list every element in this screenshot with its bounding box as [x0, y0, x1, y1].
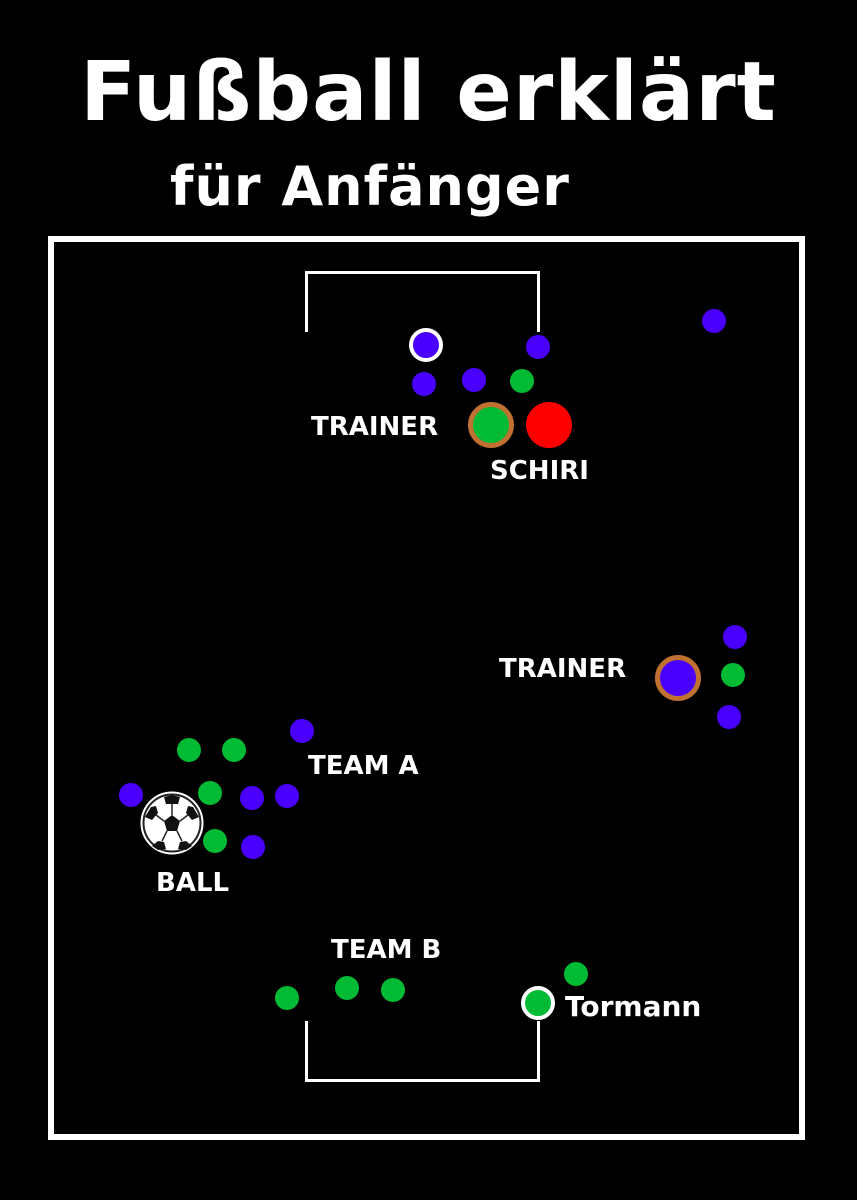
team-a-player-marker	[275, 784, 299, 808]
team-a-trainer-marker	[655, 655, 701, 701]
page-title: Fußball erklärt	[80, 45, 777, 140]
team-b-player-marker	[275, 986, 299, 1010]
team-b-player-marker	[203, 829, 227, 853]
team-b-player-marker	[381, 978, 405, 1002]
team-a-player-marker	[526, 335, 550, 359]
team-b-player-marker	[177, 738, 201, 762]
label-trainer-top: TRAINER	[311, 412, 439, 442]
label-schiri: SCHIRI	[490, 456, 589, 486]
team-a-player-marker	[717, 705, 741, 729]
team-b-player-marker	[335, 976, 359, 1000]
team-b-player-marker	[222, 738, 246, 762]
bottom-goal	[305, 1021, 540, 1082]
team-b-player-marker	[564, 962, 588, 986]
team-a-goalkeeper-marker	[409, 328, 443, 362]
label-tormann: Tormann	[565, 990, 702, 1023]
label-trainer-right: TRAINER	[499, 654, 627, 684]
team-b-player-marker	[198, 781, 222, 805]
team-a-player-marker	[290, 719, 314, 743]
team-a-player-marker	[723, 625, 747, 649]
page-subtitle: für Anfänger	[170, 155, 570, 218]
soccer-ball-icon	[140, 791, 204, 855]
football-pitch	[48, 236, 805, 1140]
team-a-player-marker	[462, 368, 486, 392]
team-a-player-marker	[119, 783, 143, 807]
label-ball: BALL	[156, 868, 230, 898]
team-a-player-marker	[702, 309, 726, 333]
team-b-player-marker	[721, 663, 745, 687]
team-a-player-marker	[412, 372, 436, 396]
team-a-player-marker	[240, 786, 264, 810]
team-b-player-marker	[510, 369, 534, 393]
team-a-player-marker	[241, 835, 265, 859]
team-b-goalkeeper-marker	[521, 986, 555, 1020]
label-team-a: TEAM A	[308, 751, 419, 781]
team-b-trainer-marker	[468, 402, 514, 448]
label-team-b: TEAM B	[331, 935, 442, 965]
top-goal	[305, 271, 540, 332]
referee-marker	[526, 402, 572, 448]
